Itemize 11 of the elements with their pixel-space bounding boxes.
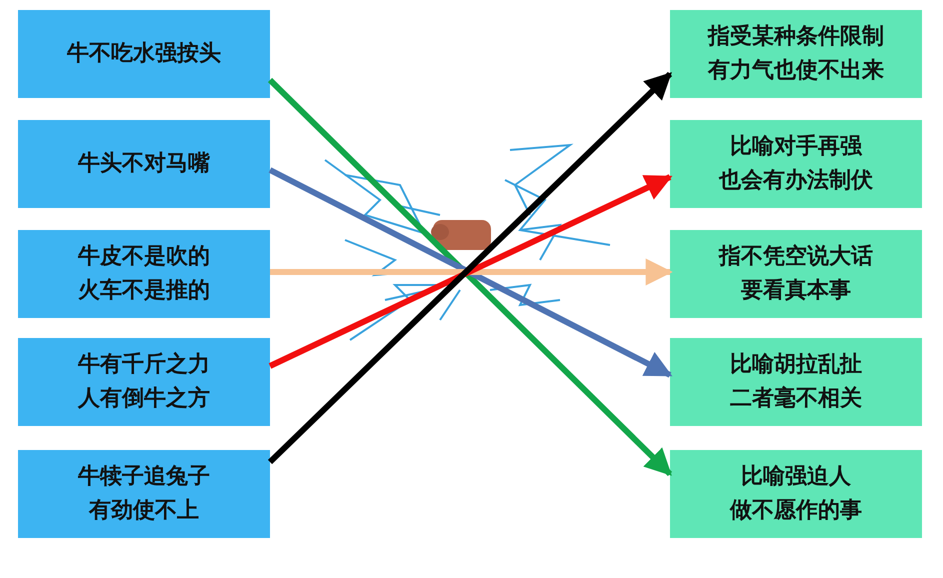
idiom-box: 牛皮不是吹的火车不是推的 [18, 230, 270, 318]
idiom-box: 牛犊子追兔子有劲使不上 [18, 450, 270, 538]
idiom-box: 牛头不对马嘴 [18, 120, 270, 208]
idiom-box: 比喻强迫人做不愿作的事 [670, 450, 922, 538]
idiom-box: 牛有千斤之力人有倒牛之方 [18, 338, 270, 426]
idiom-box: 牛不吃水强按头 [18, 10, 270, 98]
idiom-box: 指受某种条件限制有力气也使不出来 [670, 10, 922, 98]
idiom-box: 比喻对手再强也会有办法制伏 [670, 120, 922, 208]
idiom-box: 比喻胡拉乱扯二者毫不相关 [670, 338, 922, 426]
idiom-box: 指不凭空说大话要看真本事 [670, 230, 922, 318]
arrow [270, 258, 673, 286]
